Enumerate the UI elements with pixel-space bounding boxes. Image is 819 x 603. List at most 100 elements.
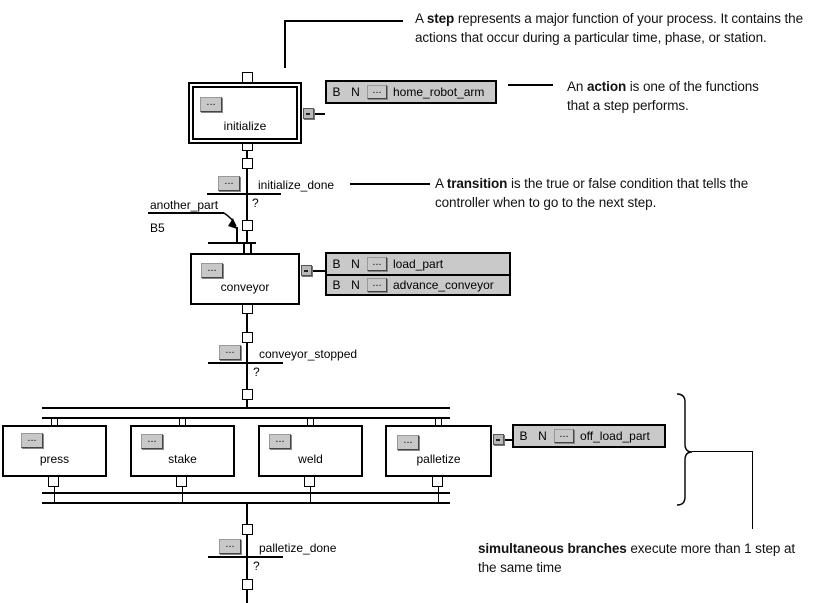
leader-line-step-v — [284, 20, 286, 68]
jump-underline — [148, 212, 224, 214]
transition-palletize-done: ... palletize_done ? — [208, 539, 378, 577]
action-qualifier-n: N — [351, 278, 360, 292]
action-qualifier-n: N — [351, 85, 360, 99]
browse-button[interactable]: ... — [554, 429, 574, 443]
step-connector — [242, 332, 253, 343]
conveyor-entry-tick-left — [243, 243, 245, 253]
palletize-entry-tick-right — [440, 418, 443, 426]
transition-initialize-done: ... initialize_done ? — [207, 176, 377, 214]
annotation-line: A transition is the true or false condit… — [435, 176, 749, 191]
annotation-line: An action is one of the functions — [567, 79, 759, 94]
browse-button[interactable]: ... — [141, 434, 163, 449]
browse-button[interactable]: ... — [21, 433, 43, 448]
step-label: press — [39, 452, 70, 466]
browse-button[interactable]: ... — [397, 435, 419, 450]
action-port[interactable] — [493, 434, 504, 445]
jump-label: another_part — [150, 198, 219, 212]
step-connector — [304, 476, 315, 487]
stake-exit-line — [181, 485, 184, 503]
transition-condition: ? — [253, 365, 260, 379]
browse-button[interactable]: ... — [200, 97, 222, 112]
action-qualifier-b: B — [519, 429, 528, 443]
browse-button[interactable]: ... — [367, 85, 387, 99]
action-port[interactable] — [303, 108, 314, 119]
step-initialize[interactable]: ... initialize — [188, 82, 302, 144]
weld-entry-tick-right — [312, 418, 315, 426]
browse-button[interactable]: ... — [367, 257, 387, 271]
step-connector — [242, 389, 253, 400]
action-row[interactable]: B N ... advance_conveyor — [327, 274, 509, 294]
action-box-home-robot-arm[interactable]: B N ... home_robot_arm — [325, 80, 497, 104]
action-qualifier-n: N — [351, 257, 360, 271]
annotation-line: the same time — [478, 560, 562, 575]
action-label: home_robot_arm — [393, 85, 485, 99]
jump-arrow-curve — [223, 212, 237, 227]
transition-condition: ? — [252, 196, 259, 210]
leader-line-step-h — [284, 20, 403, 22]
step-label: conveyor — [220, 280, 270, 294]
step-press[interactable]: ... press — [2, 425, 107, 477]
step-connector — [432, 476, 443, 487]
action-box-off-load-part[interactable]: B N ... off_load_part — [512, 424, 666, 448]
press-entry-tick-right — [56, 418, 59, 426]
action-port[interactable] — [301, 265, 312, 276]
stake-entry-tick-right — [184, 418, 187, 426]
step-label: palletize — [416, 452, 461, 466]
step-label: weld — [298, 452, 323, 466]
step-label: initialize — [223, 119, 267, 133]
transition-label: initialize_done — [258, 178, 335, 192]
action-qualifier-b: B — [332, 257, 341, 271]
step-weld[interactable]: ... weld — [258, 425, 363, 477]
annotation-line: actions that occur during a particular t… — [415, 30, 767, 45]
transition-conveyor-stopped: ... conveyor_stopped ? — [208, 345, 378, 383]
weld-exit-line — [309, 485, 312, 503]
action-label: advance_conveyor — [393, 278, 494, 292]
browse-button[interactable]: ... — [201, 263, 223, 278]
leader-line-action — [508, 84, 553, 86]
palletize-entry-tick-left — [434, 418, 437, 426]
action-label: off_load_part — [580, 429, 650, 443]
conveyor-action-stub — [312, 270, 325, 272]
action-row[interactable]: B N ... load_part — [327, 254, 509, 274]
jump-drop-line — [236, 227, 238, 243]
browse-button[interactable]: ... — [219, 345, 241, 360]
action-qualifier-b: B — [332, 85, 341, 99]
step-connector — [242, 220, 253, 231]
convergence-bar — [208, 242, 256, 244]
annotation-line: controller when to go to the next step. — [435, 195, 657, 210]
step-conveyor[interactable]: ... conveyor — [190, 253, 300, 305]
action-label: load_part — [393, 257, 444, 271]
annotation-line: simultaneous branches execute more than … — [478, 541, 796, 556]
step-connector — [242, 579, 253, 590]
action-row[interactable]: B N ... home_robot_arm — [327, 82, 495, 102]
step-label: stake — [168, 452, 197, 466]
step-connector — [242, 158, 253, 169]
browse-button[interactable]: ... — [218, 176, 240, 191]
browse-button[interactable]: ... — [269, 434, 291, 449]
transition-bar — [208, 556, 283, 558]
step-connector — [242, 524, 253, 535]
jump-operand: B5 — [150, 221, 165, 235]
main-flow-line-3 — [246, 503, 248, 603]
browse-button[interactable]: ... — [219, 539, 241, 554]
stake-entry-tick-left — [178, 418, 181, 426]
transition-label: palletize_done — [259, 541, 337, 555]
action-box-conveyor[interactable]: B N ... load_part B N ... advance_convey… — [325, 252, 511, 296]
press-entry-tick-left — [50, 418, 53, 426]
annotation-line: A step represents a major function of yo… — [415, 11, 804, 26]
brace-leader-v — [752, 451, 754, 529]
curly-brace — [676, 393, 693, 506]
action-qualifier-b: B — [332, 278, 341, 292]
step-connector — [48, 476, 59, 487]
step-stake[interactable]: ... stake — [130, 425, 235, 477]
palletize-action-stub — [504, 439, 512, 441]
step-connector — [176, 476, 187, 487]
branch-rail-bottom-1 — [42, 492, 450, 494]
palletize-exit-line — [437, 485, 440, 503]
branch-rail-top-2 — [42, 417, 450, 419]
transition-annotation: A transition is the true or false condit… — [435, 174, 748, 212]
browse-button[interactable]: ... — [367, 278, 387, 292]
step-palletize[interactable]: ... palletize — [385, 425, 492, 477]
action-row[interactable]: B N ... off_load_part — [514, 426, 664, 446]
transition-bar — [207, 193, 281, 195]
